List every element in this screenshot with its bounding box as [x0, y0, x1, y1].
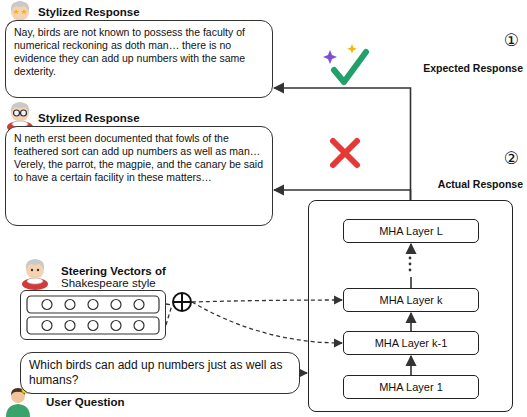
- response-caption: Expected Response: [423, 62, 523, 74]
- model-box: MHA Layer L MHA Layer k MHA Layer k-1MHA L…: [308, 200, 513, 412]
- callout-number: ①: [504, 30, 519, 50]
- speech-bubble: Stylized ResponseNay, birds are not know…: [5, 20, 273, 98]
- heading-group: Stylized Response: [38, 5, 140, 19]
- heading-text: Steering Vectors of: [61, 265, 166, 277]
- vector-rows: [20, 290, 166, 340]
- heading-group: Steering Vectors ofShakespeare style: [61, 265, 166, 289]
- cross-icon: [333, 141, 357, 165]
- flow-arrow: [410, 313, 412, 331]
- body-text: MHA Layer L: [379, 225, 443, 237]
- body-text: MHA Layer 1: [379, 381, 443, 393]
- body-text: Which birds can add up numbers just as w…: [29, 358, 291, 388]
- flow-arrow: [300, 372, 307, 374]
- flow-arrow: [274, 88, 411, 200]
- layer-box: MHA Layer 1: [343, 375, 479, 399]
- question-bubble: Which birds can add up numbers just as w…: [20, 352, 300, 394]
- layer-box: MHA Layer L: [343, 219, 479, 243]
- flow-arrow: [410, 244, 412, 288]
- check-icon: [323, 44, 366, 82]
- body-text: Nay, birds are not known to possess the …: [14, 26, 264, 79]
- avatar-plain: [22, 259, 48, 290]
- speech-bubble: Stylized ResponseN neth erst been docume…: [5, 126, 273, 226]
- dashed-arrow: [166, 302, 342, 343]
- heading-text: User Question: [46, 395, 125, 409]
- steering-vector-box: Steering Vectors ofShakespeare style: [20, 290, 166, 340]
- heading-text: Stylized Response: [38, 5, 140, 19]
- body-text: MHA Layer k-1: [375, 337, 448, 349]
- flow-arrow: [410, 356, 412, 375]
- heading-text: Stylized Response: [38, 111, 140, 125]
- ellipsis-dots: [409, 257, 412, 272]
- callout-number: ②: [504, 148, 519, 168]
- layer-box: MHA Layer k-1: [343, 331, 479, 355]
- heading-group: User Question: [46, 395, 125, 409]
- body-text: N neth erst been documented that fowls o…: [14, 132, 264, 185]
- layer-box: MHA Layer k: [343, 288, 479, 312]
- heading-group: Stylized Response: [38, 111, 140, 125]
- plus-symbol: [173, 293, 191, 311]
- body-text: MHA Layer k: [380, 294, 443, 306]
- flow-arrow: [274, 190, 411, 200]
- response-caption: Actual Response: [438, 178, 523, 190]
- heading-text: Shakespeare style: [61, 277, 166, 289]
